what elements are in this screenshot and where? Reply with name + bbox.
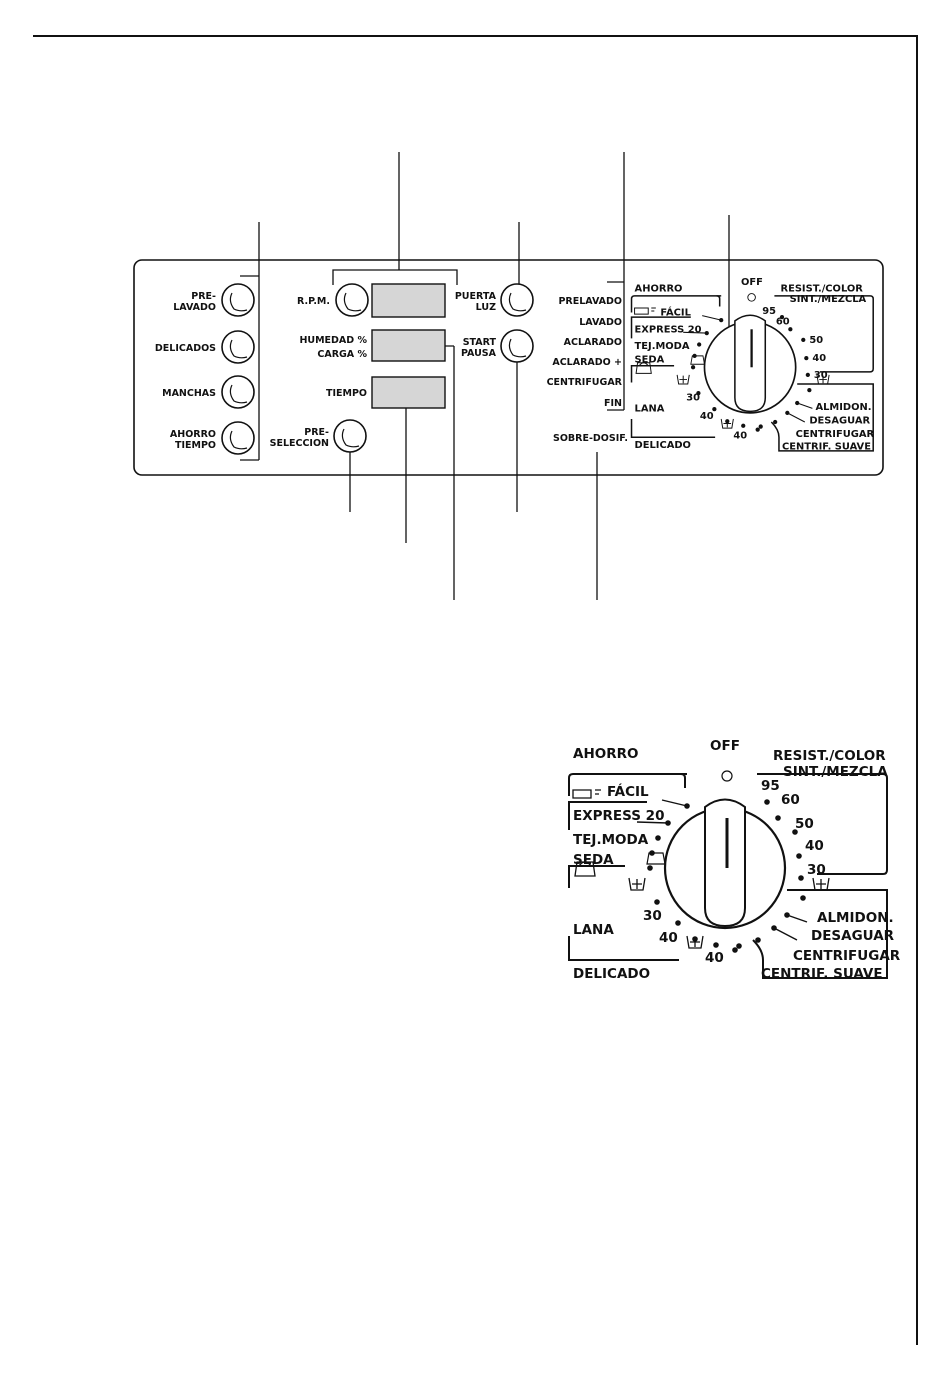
dial-small-temp-95: 95	[762, 306, 776, 317]
dial-temp-40: 40	[805, 838, 824, 854]
dial-express: EXPRESS 20	[573, 808, 664, 824]
dial-small-lana: LANA	[635, 403, 665, 414]
puerta-luz-button[interactable]	[500, 283, 534, 317]
ahorro-tiempo-label-2: TIEMPO	[175, 440, 216, 451]
dial-almidon: ALMIDON.	[817, 910, 894, 926]
rpm-button[interactable]	[335, 283, 369, 317]
dial-small-temp-50: 50	[809, 335, 823, 346]
phase-centrifugar: CENTRIFUGAR	[547, 377, 623, 388]
program-dial-large[interactable]: AHORRO OFF FÁCIL EXPRESS 20 TEJ.MODA SED…	[567, 738, 901, 982]
dial-temp-30: 30	[807, 862, 826, 878]
sobre-dosif-label: SOBRE-DOSIF.	[553, 433, 628, 444]
phase-fin: FIN	[604, 398, 622, 409]
dial-small-off: OFF	[741, 277, 763, 288]
phase-indicator-list: PRELAVADO LAVADO ACLARADO ACLARADO + CEN…	[547, 296, 628, 444]
tiempo-label: TIEMPO	[326, 388, 367, 399]
callout-lines	[240, 152, 730, 600]
dial-lana-40: 40	[659, 930, 678, 946]
dial-seda: SEDA	[573, 852, 614, 868]
dial-small-delicado: DELICADO	[635, 440, 691, 451]
dial-small-centrif-suave: CENTRIF. SUAVE	[782, 441, 871, 452]
dial-sint: SINT./MEZCLA	[783, 764, 888, 780]
dial-small-lana-30: 30	[686, 393, 700, 404]
dial-small-sint: SINT./MEZCLA	[790, 294, 867, 305]
dial-desaguar: DESAGUAR	[811, 928, 895, 944]
luz-label: LUZ	[476, 302, 496, 313]
manchas-button[interactable]	[221, 375, 255, 409]
dial-facil: FÁCIL	[607, 783, 649, 800]
dial-small-delicado-40: 40	[733, 431, 747, 442]
dial-lana: LANA	[573, 922, 614, 938]
ahorro-tiempo-label-1: AHORRO	[170, 429, 216, 440]
prelavado-button[interactable]	[221, 283, 255, 317]
dial-ahorro: AHORRO	[573, 746, 639, 762]
humedad-label: HUMEDAD %	[299, 335, 367, 346]
dial-small-temp-30: 30	[814, 370, 828, 381]
phase-lavado: LAVADO	[579, 317, 622, 328]
dial-small-temp-40: 40	[812, 353, 826, 364]
dial-small-ahorro: AHORRO	[635, 283, 683, 294]
dial-centrifugar: CENTRIFUGAR	[793, 948, 901, 964]
dial-lana-30: 30	[643, 908, 662, 924]
dial-temp-95: 95	[761, 778, 780, 794]
rpm-display	[371, 283, 446, 318]
dial-small-facil: FÁCIL	[660, 306, 691, 319]
phase-prelavado: PRELAVADO	[558, 296, 622, 307]
door-start-section: PUERTA LUZ START PAUSA	[455, 283, 534, 363]
dial-centrif-suave: CENTRIF. SUAVE	[761, 966, 883, 982]
dial-small-resist: RESIST./COLOR	[780, 283, 863, 294]
preseleccion-label-1: PRE-	[304, 427, 329, 438]
dial-tejmoda: TEJ.MODA	[573, 832, 649, 848]
dial-off: OFF	[710, 738, 740, 754]
rpm-label: R.P.M.	[297, 296, 330, 307]
display-section: R.P.M. HUMEDAD % CARGA % TIEMPO PRE- SEL…	[270, 283, 446, 453]
pausa-label: PAUSA	[461, 348, 497, 359]
prelavado-label-1: PRE-	[191, 291, 216, 302]
dial-temp-60: 60	[781, 792, 800, 808]
left-button-column: PRE- LAVADO DELICADOS MANCHAS AHORRO TIE…	[155, 283, 255, 455]
start-pausa-button[interactable]	[500, 329, 534, 363]
dial-delicado-40: 40	[705, 950, 724, 966]
prelavado-label-2: LAVADO	[173, 302, 216, 313]
control-panel	[133, 259, 884, 476]
dial-temp-50: 50	[795, 816, 814, 832]
puerta-label: PUERTA	[455, 291, 497, 302]
dial-delicado: DELICADO	[573, 966, 650, 982]
ahorro-tiempo-button[interactable]	[221, 421, 255, 455]
dial-small-express: EXPRESS 20	[635, 324, 702, 335]
dial-small-desaguar: DESAGUAR	[809, 416, 870, 427]
program-dial-small[interactable]: AHORRO OFF FÁCIL EXPRESS 20 TEJ.MODA SED…	[630, 277, 875, 452]
dial-small-almidon: ALMIDON.	[815, 402, 871, 413]
phase-aclarado: ACLARADO	[564, 337, 622, 348]
dial-small-tejmoda: TEJ.MODA	[635, 341, 690, 352]
manchas-label: MANCHAS	[162, 388, 216, 399]
dial-small-temp-60: 60	[776, 317, 790, 328]
dial-small-seda: SEDA	[635, 355, 665, 366]
preseleccion-button[interactable]	[333, 419, 367, 453]
phase-aclarado-plus: ACLARADO +	[552, 357, 622, 368]
carga-label: CARGA %	[317, 349, 367, 360]
dial-resist: RESIST./COLOR	[773, 748, 886, 764]
humedad-carga-display	[371, 329, 446, 362]
start-label: START	[463, 337, 497, 348]
dial-small-centrifugar: CENTRIFUGAR	[796, 429, 875, 440]
dial-small-lana-40: 40	[700, 411, 714, 422]
tiempo-display	[371, 376, 446, 409]
preseleccion-label-2: SELECCION	[270, 438, 329, 449]
delicados-label: DELICADOS	[155, 343, 216, 354]
delicados-button[interactable]	[221, 330, 255, 364]
